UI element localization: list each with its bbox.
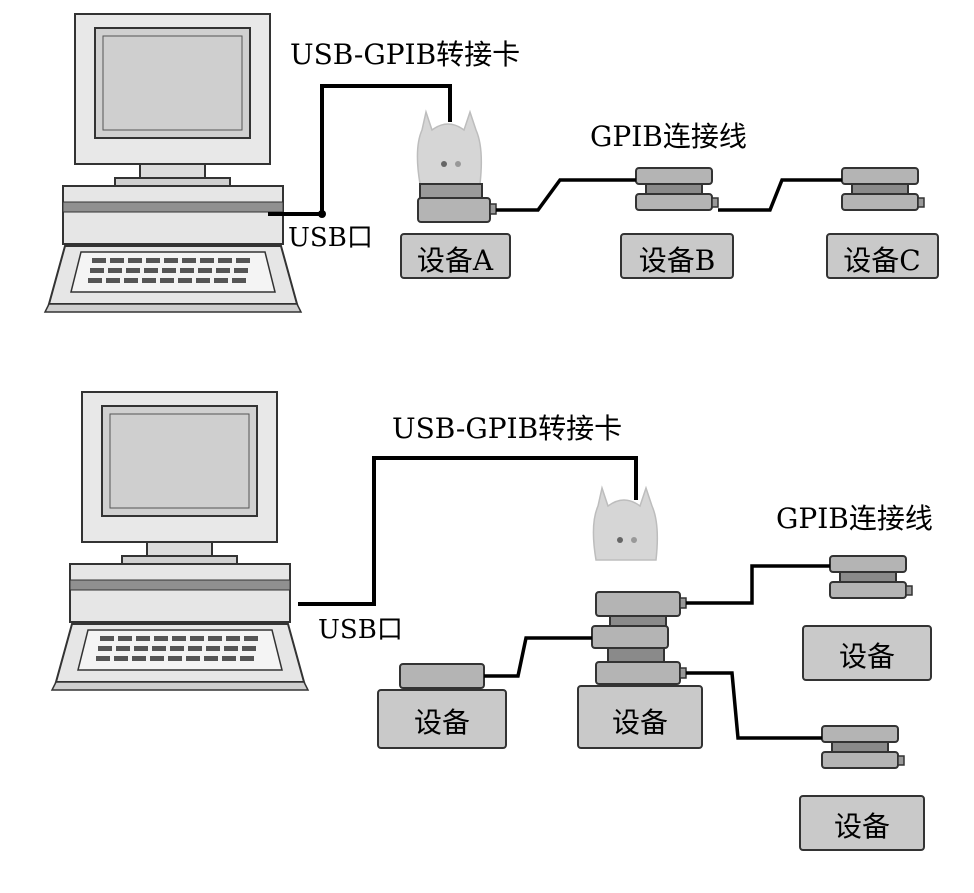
device-box-right-top <box>802 625 932 681</box>
top-diagram: USB-GPIB转接卡 GPIB连接线 USB口 设备A 设备B 设备C <box>44 13 939 313</box>
gpib-cable-a-b <box>496 178 636 212</box>
device-box-c <box>826 233 939 279</box>
usb-gpib-adapter-top <box>416 111 497 223</box>
device-label-a: 设备A <box>417 244 494 277</box>
usb-gpib-adapter-label-bottom: USB-GPIB转接卡 <box>392 412 622 445</box>
gpib-cable-to-left <box>484 636 592 678</box>
device-label-right-bottom: 设备 <box>834 810 890 843</box>
device-box-left <box>377 689 507 749</box>
gpib-cable-b-c <box>718 178 842 212</box>
gpib-cable-to-right-bottom <box>686 671 822 740</box>
keyboard-keys-bottom <box>96 636 258 661</box>
usb-cable-top <box>268 84 452 216</box>
gpib-cable-label-top: GPIB连接线 <box>590 120 747 153</box>
device-label-right-top: 设备 <box>839 640 895 673</box>
connector-stack-right-bottom <box>821 725 905 769</box>
device-box-center <box>577 685 703 749</box>
bottom-diagram: USB-GPIB转接卡 GPIB连接线 USB口 设备 设备 设备 设备 <box>51 391 933 851</box>
device-label-b: 设备B <box>639 244 716 277</box>
connector-stack-c <box>841 167 925 211</box>
connector-stack-right-top <box>829 555 913 599</box>
computer-bottom <box>51 391 309 691</box>
device-label-left: 设备 <box>414 706 470 739</box>
usb-port-label-top: USB口 <box>288 223 373 253</box>
device-box-right-bottom <box>799 795 925 851</box>
device-box-b <box>620 233 734 279</box>
usb-gpib-adapter-bottom <box>591 487 687 685</box>
connector-left <box>399 663 485 689</box>
usb-gpib-adapter-label-top: USB-GPIB转接卡 <box>290 38 520 71</box>
device-box-a <box>400 233 511 279</box>
keyboard-keys-top <box>88 258 250 283</box>
gpib-cable-label-bottom: GPIB连接线 <box>776 502 933 535</box>
usb-port-label-bottom: USB口 <box>318 615 403 645</box>
device-label-c: 设备C <box>843 244 920 277</box>
usb-cable-bottom <box>298 456 638 606</box>
gpib-cable-to-right-top <box>686 564 830 605</box>
connector-stack-b <box>635 167 719 211</box>
computer-top <box>44 13 302 313</box>
device-label-center: 设备 <box>612 706 668 739</box>
